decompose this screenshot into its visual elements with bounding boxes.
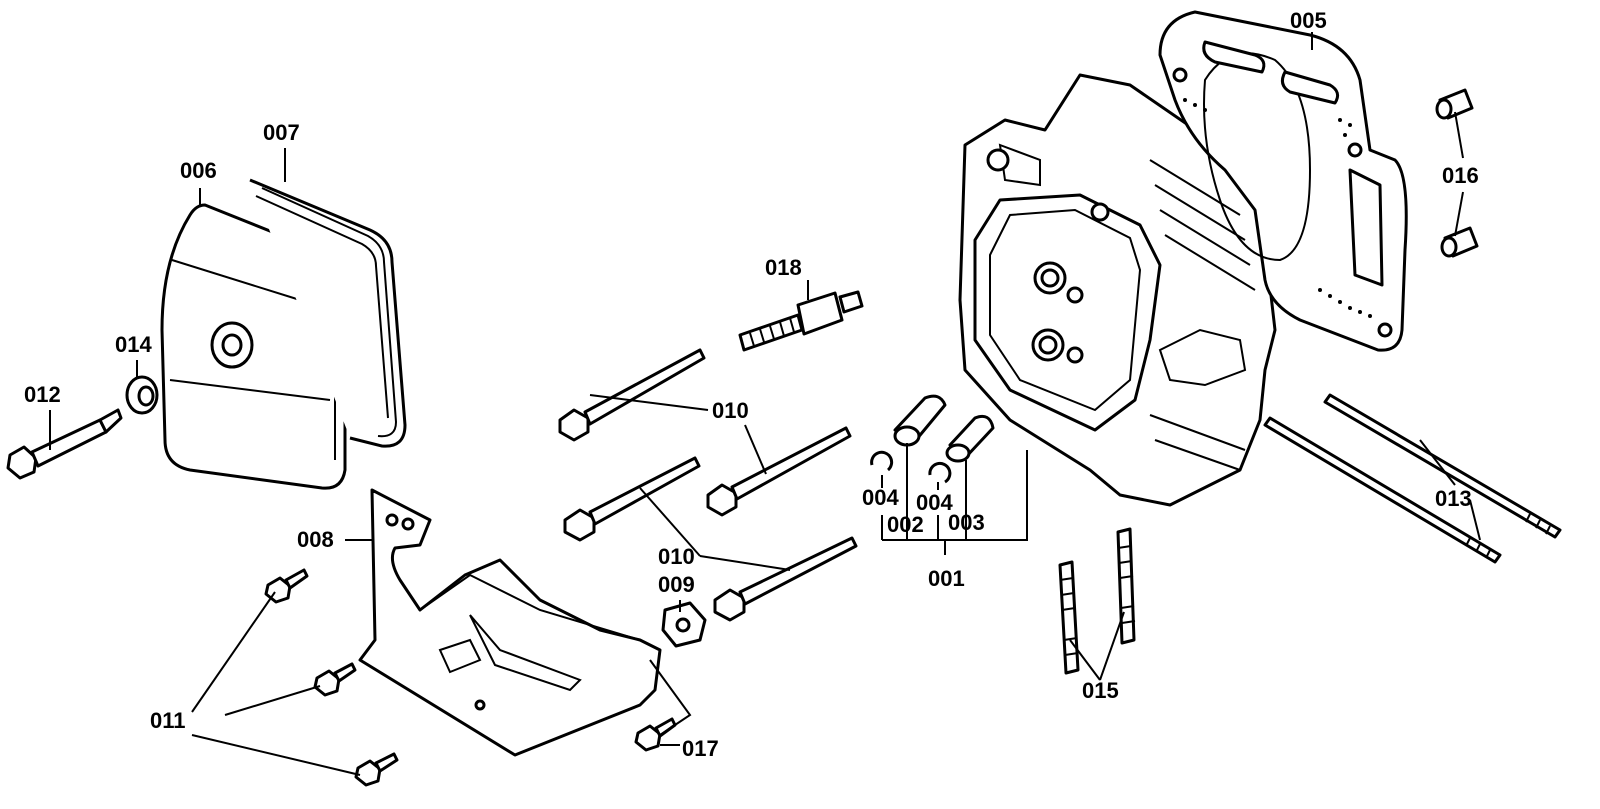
label-009: 009 — [658, 572, 695, 597]
label-017: 017 — [682, 736, 719, 761]
label-001: 001 — [928, 566, 965, 591]
label-004-b: 004 — [916, 490, 953, 515]
part-012-bolt — [6, 408, 123, 480]
label-010-b: 010 — [658, 544, 695, 569]
part-008-bracket — [358, 488, 662, 757]
label-015: 015 — [1082, 678, 1119, 703]
label-018: 018 — [765, 255, 802, 280]
part-013-studs — [1263, 393, 1562, 564]
part-007-gasket — [249, 178, 407, 448]
label-005: 005 — [1290, 8, 1327, 33]
part-010-bolts — [558, 348, 858, 622]
label-011: 011 — [150, 708, 186, 733]
part-005-head-gasket — [1158, 10, 1408, 352]
label-006: 006 — [180, 158, 217, 183]
bolt-010-b — [563, 456, 701, 542]
label-016: 016 — [1442, 163, 1479, 188]
part-016-dowels — [1435, 88, 1479, 258]
label-010-a: 010 — [712, 398, 749, 423]
label-008: 008 — [297, 527, 334, 552]
label-003: 003 — [948, 510, 985, 535]
part-011-bolts — [264, 568, 399, 787]
part-002-003-valve-guides — [893, 394, 995, 463]
label-012: 012 — [24, 382, 61, 407]
part-009-clip — [661, 601, 707, 648]
bolt-010-d — [713, 536, 858, 622]
bolt-010-c — [706, 426, 852, 517]
label-014: 014 — [115, 332, 152, 357]
label-007: 007 — [263, 120, 300, 145]
part-004-circlips — [870, 450, 952, 484]
label-002: 002 — [887, 512, 924, 537]
part-015-studs — [1058, 527, 1136, 675]
part-014-washer — [125, 375, 159, 415]
part-018-spark-plug — [738, 290, 864, 352]
part-017-bolt — [634, 717, 677, 752]
part-labels: 007 006 014 012 018 010 010 008 009 011 … — [24, 8, 1479, 761]
label-004-a: 004 — [862, 485, 899, 510]
bolt-010-a — [558, 348, 706, 442]
part-001-cylinder-head — [958, 73, 1277, 507]
label-013: 013 — [1435, 486, 1472, 511]
leader-lines — [49, 32, 1481, 776]
